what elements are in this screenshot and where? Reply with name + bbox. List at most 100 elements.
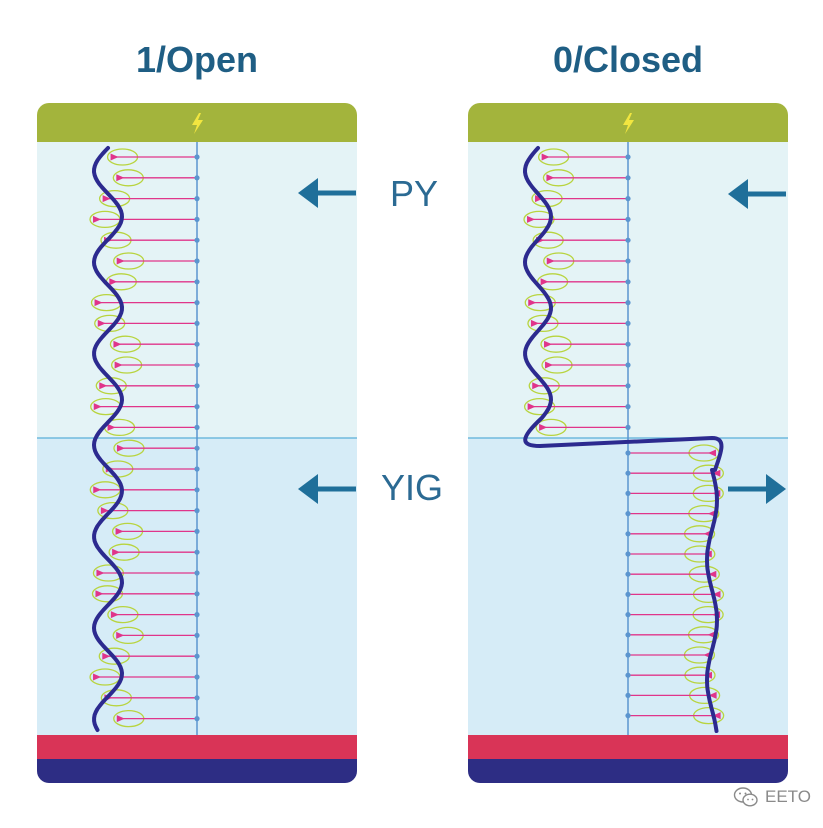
spin-site bbox=[194, 175, 200, 181]
spin-arrowhead bbox=[93, 673, 102, 681]
spin-arrowhead bbox=[116, 174, 125, 182]
spin-arrowhead bbox=[102, 652, 111, 660]
spin-site bbox=[194, 237, 200, 243]
spin-site bbox=[194, 424, 200, 430]
spin-arrowhead bbox=[539, 423, 548, 431]
spin-site bbox=[194, 612, 200, 618]
layer-label-py: PY bbox=[390, 173, 439, 214]
spin-site bbox=[194, 549, 200, 555]
spin-arrowhead bbox=[95, 590, 104, 598]
spin-arrowhead bbox=[110, 611, 119, 619]
spin-arrowhead bbox=[116, 444, 125, 452]
bottom-navy-layer bbox=[468, 759, 788, 783]
spin-site bbox=[194, 383, 200, 389]
spin-site bbox=[625, 612, 631, 618]
spin-arrowhead bbox=[112, 548, 121, 556]
spin-site bbox=[625, 196, 631, 202]
spin-site bbox=[625, 531, 631, 537]
spin-site bbox=[625, 672, 631, 678]
spin-arrowhead bbox=[107, 423, 116, 431]
lightning-bolt-icon bbox=[623, 113, 634, 134]
spin-site bbox=[625, 652, 631, 658]
spin-arrowhead bbox=[712, 469, 721, 477]
spin-site bbox=[194, 300, 200, 306]
panel-closed bbox=[468, 103, 788, 783]
spin-site bbox=[625, 424, 631, 430]
spin-arrowhead bbox=[708, 691, 717, 699]
spin-site bbox=[194, 487, 200, 493]
spin-site bbox=[625, 632, 631, 638]
spin-arrowhead bbox=[532, 382, 541, 390]
spin-site bbox=[625, 383, 631, 389]
spin-arrowhead bbox=[527, 403, 536, 411]
spin-site bbox=[194, 591, 200, 597]
spin-site bbox=[625, 510, 631, 517]
spin-site bbox=[194, 196, 200, 202]
spin-arrowhead bbox=[99, 382, 108, 390]
spin-site bbox=[194, 362, 200, 368]
watermark: EETO bbox=[733, 786, 811, 808]
spin-arrowhead bbox=[115, 527, 124, 535]
spin-arrowhead bbox=[116, 631, 125, 639]
spin-arrowhead bbox=[109, 278, 118, 286]
spin-arrowhead bbox=[545, 361, 554, 369]
spin-site bbox=[625, 362, 631, 368]
spin-site bbox=[625, 320, 631, 326]
panel-open bbox=[37, 103, 357, 783]
layer-label-yig: YIG bbox=[381, 467, 444, 508]
spin-arrowhead bbox=[96, 569, 105, 577]
spin-site bbox=[194, 258, 200, 264]
spin-arrowhead bbox=[94, 299, 103, 307]
spin-arrowhead bbox=[708, 570, 717, 578]
spin-wave-path bbox=[92, 146, 124, 732]
arrow-left-icon bbox=[298, 474, 356, 504]
spin-site bbox=[194, 528, 200, 535]
spin-site bbox=[625, 300, 631, 306]
spin-site bbox=[194, 445, 200, 451]
spin-arrowhead bbox=[546, 257, 555, 265]
spin-site bbox=[625, 692, 631, 699]
spin-site bbox=[625, 279, 631, 285]
spin-arrowhead bbox=[540, 278, 549, 286]
spin-arrowhead bbox=[93, 215, 102, 223]
spin-arrowhead bbox=[110, 153, 119, 161]
wechat-icon bbox=[733, 787, 758, 807]
lightning-bolt-icon bbox=[192, 113, 203, 134]
panel-title-closed: 0/Closed bbox=[552, 39, 704, 80]
spin-site bbox=[625, 258, 631, 264]
spin-site bbox=[194, 216, 200, 222]
spin-arrowhead bbox=[100, 507, 109, 515]
spin-site bbox=[625, 237, 631, 243]
bottom-navy-layer bbox=[37, 759, 357, 783]
spin-arrowhead bbox=[116, 257, 125, 265]
spin-arrowhead bbox=[93, 486, 102, 494]
spin-arrowhead bbox=[527, 215, 536, 223]
spin-site bbox=[194, 341, 200, 347]
spin-arrowhead bbox=[97, 319, 106, 327]
spin-arrowhead bbox=[528, 299, 537, 307]
spin-site bbox=[194, 508, 200, 514]
bottom-red-layer bbox=[468, 735, 788, 759]
spin-site bbox=[194, 674, 200, 680]
watermark-text: EETO bbox=[765, 787, 811, 806]
bottom-red-layer bbox=[37, 735, 357, 759]
spin-site bbox=[625, 490, 631, 496]
spin-site bbox=[625, 551, 631, 557]
spin-site bbox=[194, 653, 200, 659]
spin-arrowhead bbox=[530, 319, 539, 327]
spin-arrowhead bbox=[546, 174, 555, 182]
spin-site bbox=[194, 154, 200, 160]
spin-site bbox=[625, 571, 631, 577]
spin-site bbox=[194, 404, 200, 410]
spin-site bbox=[625, 341, 631, 347]
spin-site bbox=[625, 404, 631, 410]
spin-site bbox=[194, 320, 200, 326]
spin-site bbox=[194, 279, 200, 285]
spin-arrowhead bbox=[116, 715, 125, 723]
spin-site bbox=[625, 470, 631, 476]
panel-title-open: 1/Open bbox=[135, 39, 259, 80]
spin-site bbox=[194, 695, 200, 701]
spin-wave-path bbox=[523, 146, 724, 733]
spin-site bbox=[194, 716, 200, 722]
